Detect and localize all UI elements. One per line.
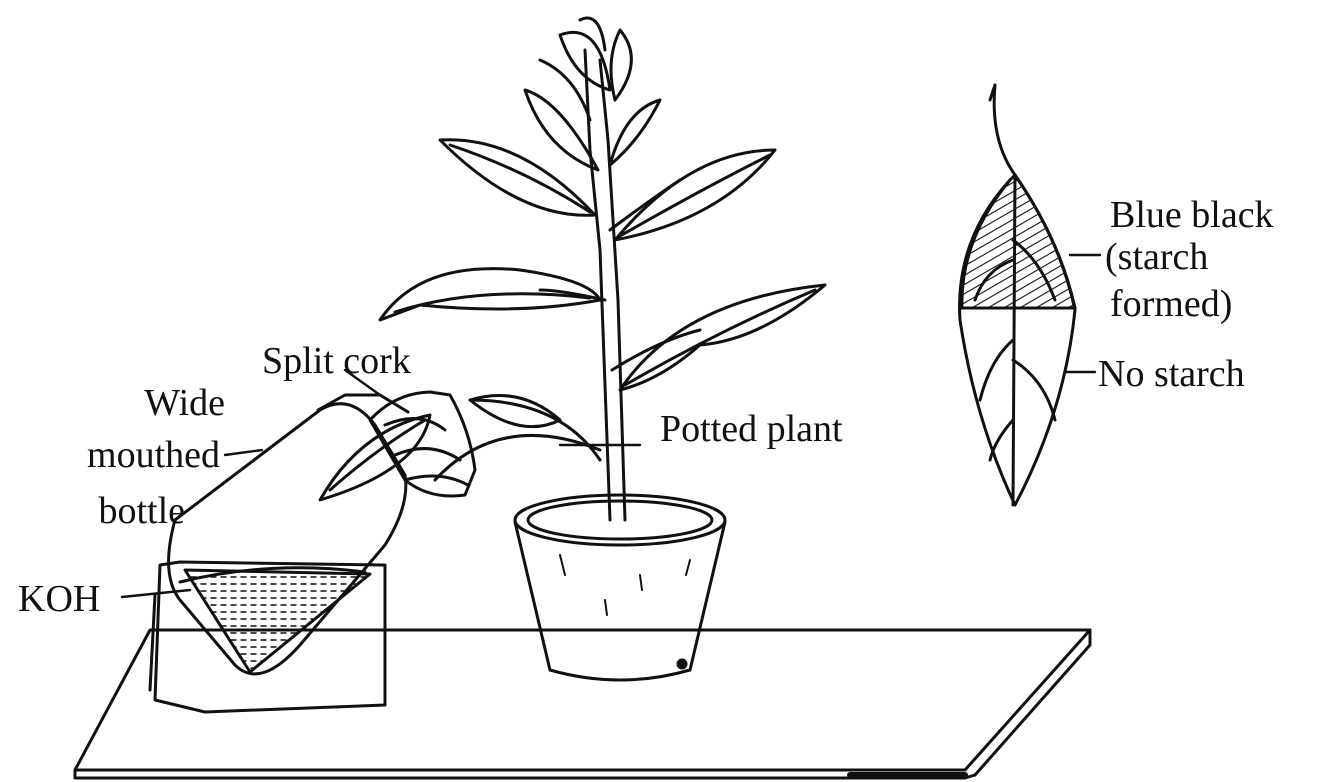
table (75, 630, 1090, 778)
formed-label: formed) (1110, 283, 1232, 325)
iodine-tested-leaf (960, 85, 1075, 505)
potted-plant-label: Potted plant (660, 408, 843, 450)
mouthed-label: mouthed (48, 434, 220, 476)
flower-pot (515, 495, 725, 680)
no-starch-label: No starch (1098, 353, 1245, 395)
blue-black-label: Blue black (1110, 194, 1274, 236)
wide-label: Wide (95, 382, 225, 424)
koh-label: KOH (18, 578, 100, 620)
koh-solution (180, 568, 370, 672)
split-cork-label: Split cork (262, 340, 411, 382)
starch-label: (starch (1105, 236, 1208, 278)
bottle-label: bottle (60, 490, 185, 532)
